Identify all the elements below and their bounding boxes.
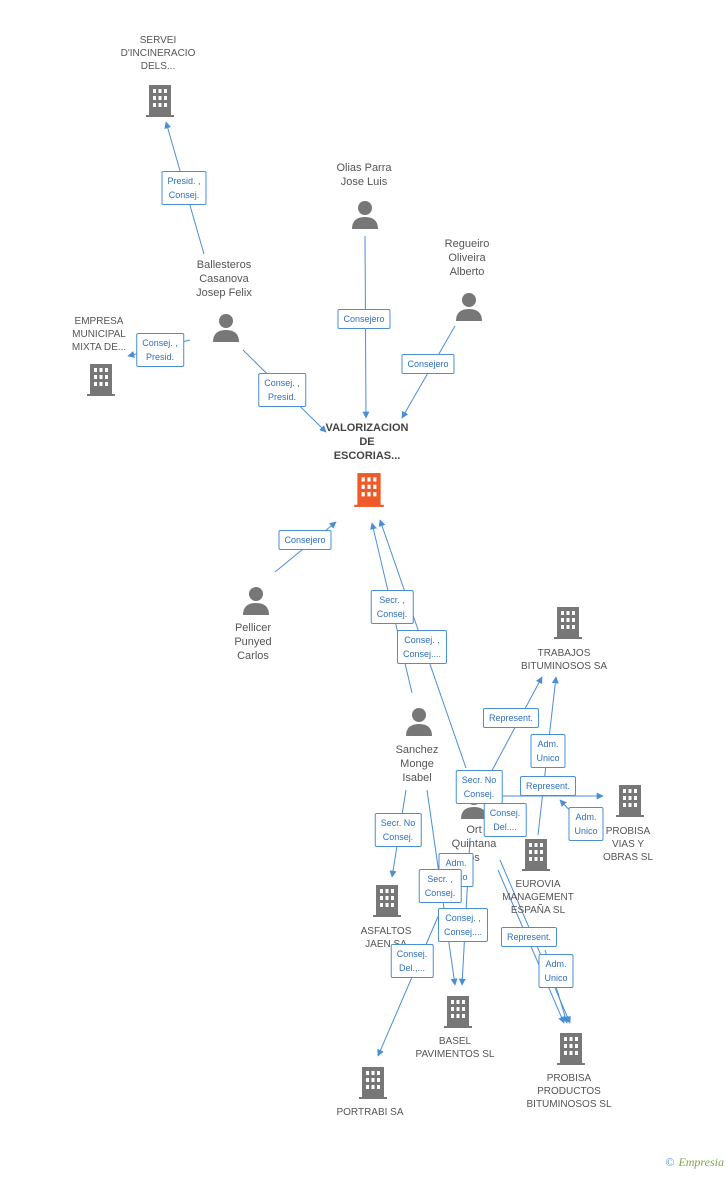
relation-label[interactable]: Presid. , Consej. xyxy=(161,171,207,205)
relation-label[interactable]: Consejero xyxy=(278,530,332,550)
building-icon[interactable] xyxy=(521,838,551,872)
relation-label[interactable]: Adm. Unico xyxy=(568,807,604,841)
relation-label[interactable]: Represent. xyxy=(482,708,540,728)
node-label-empresa-municipal[interactable]: EMPRESA MUNICIPAL MIXTA DE... xyxy=(71,316,127,353)
relation-label[interactable]: Secr. No Consej. xyxy=(374,813,422,847)
person-icon[interactable] xyxy=(212,313,240,343)
person-icon[interactable] xyxy=(242,586,270,616)
building-icon[interactable] xyxy=(372,884,402,918)
building-icon[interactable] xyxy=(553,606,583,640)
relation-label[interactable]: Consej. , Consej.... xyxy=(437,908,489,942)
person-icon[interactable] xyxy=(455,292,483,322)
building-icon[interactable] xyxy=(556,1032,586,1066)
brand-logo-text: Empresia xyxy=(678,1155,724,1169)
relation-label[interactable]: Secr. No Consej. xyxy=(455,770,503,804)
node-label-servei[interactable]: SERVEI D'INCINERACIO DELS... xyxy=(120,35,196,72)
edge-arrow xyxy=(377,911,441,1057)
building-icon-main[interactable] xyxy=(353,472,385,508)
building-icon[interactable] xyxy=(615,784,645,818)
node-label-sanchez[interactable]: Sanchez Monge Isabel xyxy=(395,744,439,784)
relation-label[interactable]: Adm. Unico xyxy=(530,734,566,768)
node-label-probisa-productos[interactable]: PROBISA PRODUCTOS BITUMINOSOS SL xyxy=(526,1073,612,1110)
node-label-portrabi[interactable]: PORTRABI SA xyxy=(336,1107,404,1118)
relation-label[interactable]: Consej. , Consej.... xyxy=(396,630,448,664)
relation-label[interactable]: Represent. xyxy=(500,927,558,947)
building-icon[interactable] xyxy=(443,995,473,1029)
node-label-ortiz[interactable]: Ort Quintana os xyxy=(451,824,497,864)
node-label-basel[interactable]: BASEL PAVIMENTOS SL xyxy=(415,1036,495,1060)
building-icon[interactable] xyxy=(86,363,116,397)
person-icon[interactable] xyxy=(351,200,379,230)
relation-label[interactable]: Consej. Del.... xyxy=(483,803,527,837)
building-icon[interactable] xyxy=(145,84,175,118)
relation-label[interactable]: Consej. , Presid. xyxy=(258,373,306,407)
node-label-pellicer[interactable]: Pellicer Punyed Carlos xyxy=(234,622,272,662)
footer-brand: ©Empresia xyxy=(665,1155,724,1170)
relation-label[interactable]: Represent. xyxy=(519,776,577,796)
building-icon[interactable] xyxy=(358,1066,388,1100)
copyright-symbol: © xyxy=(665,1155,675,1169)
node-label-ballesteros[interactable]: Ballesteros Casanova Josep Felix xyxy=(196,259,252,299)
relation-label[interactable]: Secr. , Consej. xyxy=(370,590,414,624)
relation-label[interactable]: Secr. , Consej. xyxy=(418,869,462,903)
node-label-probisa-vias[interactable]: PROBISA VIAS Y OBRAS SL xyxy=(602,826,654,863)
relation-label[interactable]: Consej. , Presid. xyxy=(136,333,184,367)
relation-label[interactable]: Consej. Del.,... xyxy=(390,944,434,978)
relation-label[interactable]: Consejero xyxy=(401,354,455,374)
relation-label[interactable]: Adm. Unico xyxy=(538,954,574,988)
relation-label[interactable]: Consejero xyxy=(337,309,391,329)
node-label-trabajos[interactable]: TRABAJOS BITUMINOSOS SA xyxy=(520,648,608,672)
node-label-eurovia[interactable]: EUROVIA MANAGEMENT ESPAÑA SL xyxy=(502,879,574,916)
node-label-regueiro[interactable]: Regueiro Oliveira Alberto xyxy=(444,238,490,278)
person-icon[interactable] xyxy=(405,707,433,737)
node-label-valorizacion[interactable]: VALORIZACION DE ESCORIAS... xyxy=(325,422,409,462)
node-label-olias[interactable]: Olias Parra Jose Luis xyxy=(336,162,392,188)
